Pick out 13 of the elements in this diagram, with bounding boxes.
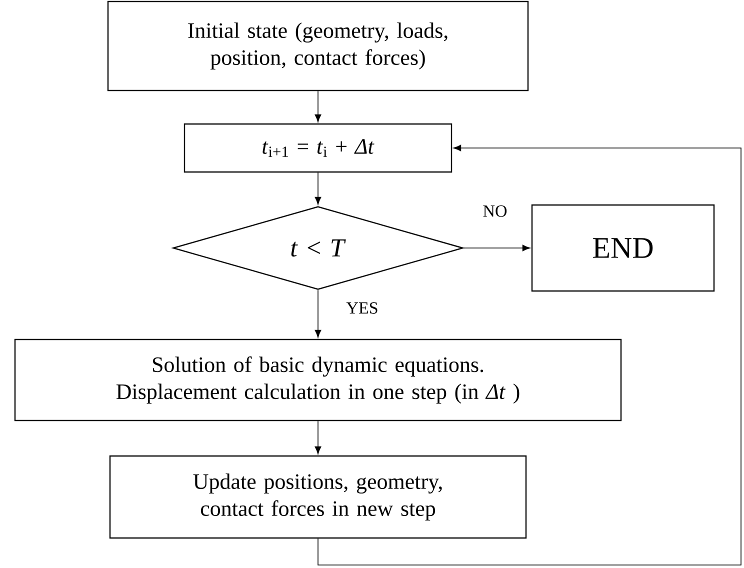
process-box: Update positions, geometry, contact forces in new step xyxy=(109,455,527,539)
arrow xyxy=(314,172,322,205)
edge-label: NO xyxy=(483,205,507,217)
process-box: Solution of basic dynamic equations. Displacement calculation in one step (in Δt ) xyxy=(14,338,622,422)
process-box: END xyxy=(531,204,715,292)
arrow xyxy=(314,290,322,338)
arrow xyxy=(314,420,322,454)
process-box: Initial state (geometry, loads, position, contact forces) xyxy=(107,0,529,92)
arrow xyxy=(314,90,322,122)
arrow xyxy=(463,244,530,252)
arrow xyxy=(318,144,742,566)
edge-label: YES xyxy=(346,302,378,314)
process-box: t$_{i+1}$ = t$_{i}$ + Δt xyxy=(184,123,452,173)
